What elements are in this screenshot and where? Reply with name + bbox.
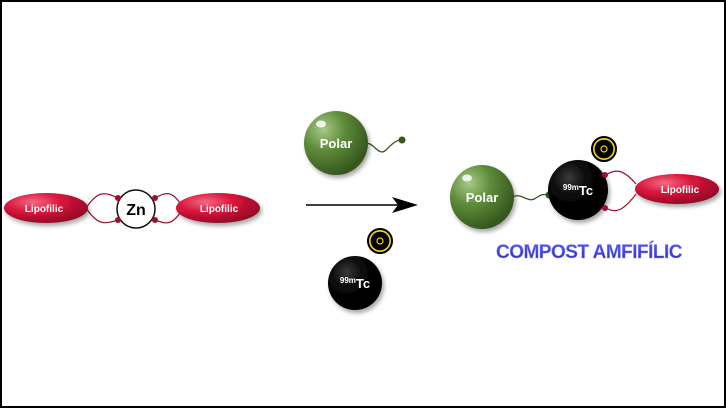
lipophilic-ellipse-right (176, 193, 260, 223)
lipophilic-label-left: Lipofilic (25, 204, 64, 215)
radiation-trefoil-icon (366, 228, 394, 254)
product-technetium-symbol: Tc (579, 183, 593, 198)
product-technetium-label: 99mTc (563, 183, 593, 198)
lipophilic-label-right: Lipofilic (200, 204, 239, 215)
product-caption: COMPOST AMFIFÍLIC (496, 241, 683, 263)
binding-dots (115, 195, 158, 223)
technetium-reagent-symbol: Tc (356, 276, 370, 291)
product-lipophilic-label: Lipofilic (661, 185, 700, 196)
polar-reagent: Polar (304, 111, 406, 175)
technetium-reagent-mass: 99m (340, 276, 356, 285)
technetium-reagent-label: 99mTc (340, 276, 370, 291)
technetium-reagent: 99mTc (328, 228, 394, 310)
linker-left (85, 193, 119, 224)
product-polar-label: Polar (466, 190, 499, 205)
product-lipophilic-ellipse (635, 174, 719, 204)
technetium-reagent-sphere (328, 256, 382, 310)
lipophilic-ellipse-left (4, 193, 88, 223)
product-polar-highlight (462, 174, 472, 182)
product-binding-dots (602, 172, 608, 211)
polar-reagent-tether (363, 139, 402, 153)
product-polar-tether (511, 193, 549, 201)
zinc-atom (116, 189, 156, 229)
product-technetium-mass: 99m (563, 183, 579, 192)
product-linker (605, 170, 637, 212)
polar-reagent-highlight (316, 120, 326, 128)
product-technetium-sphere (548, 160, 608, 220)
zinc-complex: Lipofilic Lipofilic Zn (4, 189, 260, 229)
zinc-label: Zn (126, 202, 146, 219)
amphiphilic-product: Polar 99mTc Lipofilic (450, 136, 719, 229)
polar-reagent-tip-dot (398, 136, 406, 144)
reaction-arrow (306, 197, 418, 213)
polar-reagent-label: Polar (320, 136, 353, 151)
product-radiation-trefoil-icon (590, 136, 618, 162)
